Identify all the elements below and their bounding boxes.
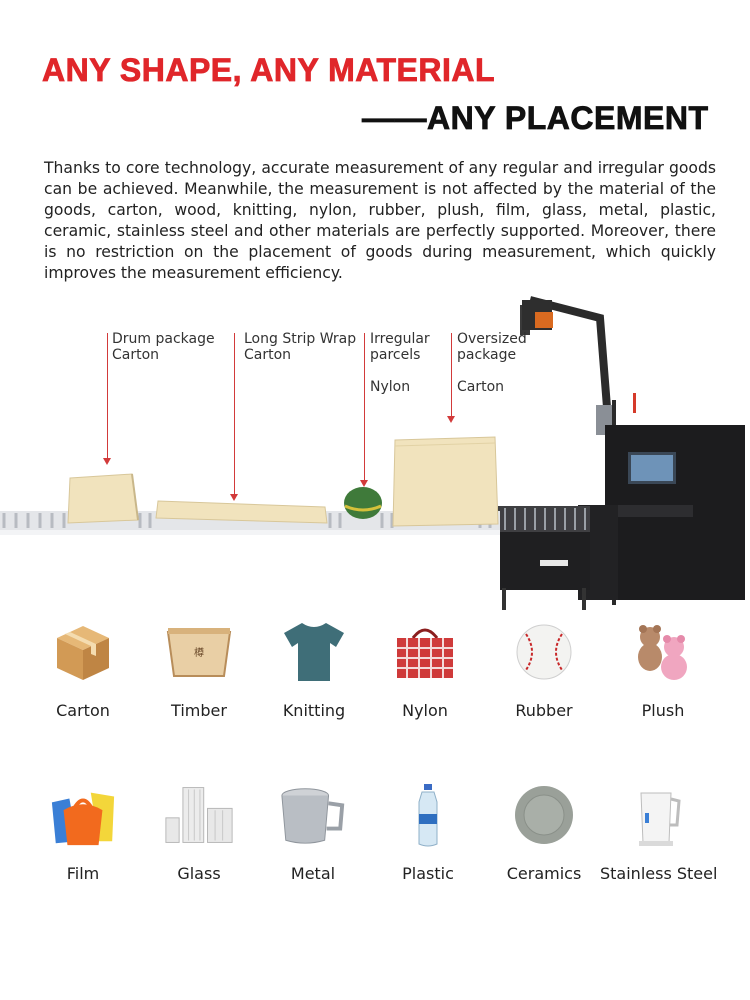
- ceramic-plate-icon: [509, 780, 579, 850]
- headline-any-placement: ——ANY PLACEMENT: [362, 100, 709, 137]
- material-nylon: Nylon: [367, 617, 483, 720]
- callout-line-drum: [107, 333, 108, 459]
- checkered-bag-icon: [390, 617, 460, 687]
- tshirt-icon: [279, 617, 349, 687]
- metal-mug-icon: [278, 780, 348, 850]
- material-plush: Plush: [605, 617, 721, 720]
- material-timber: 樽 Timber: [141, 617, 257, 720]
- carton-box-icon: [48, 617, 118, 687]
- callout-arrow-drum: [103, 458, 111, 465]
- svg-text:樽: 樽: [194, 646, 204, 659]
- material-metal: Metal: [255, 780, 371, 883]
- plastic-bags-icon: [48, 780, 118, 850]
- callout-line-oversized: [451, 333, 452, 417]
- callout-arrow-oversized: [447, 416, 455, 423]
- callout-line-long-strip: [234, 333, 235, 495]
- parcel-irregular-nylon: [344, 487, 382, 519]
- wooden-box-icon: 樽: [164, 617, 234, 687]
- water-bottle-icon: [393, 780, 463, 850]
- callout-arrow-irregular: [360, 480, 368, 487]
- material-plastic: Plastic: [370, 780, 486, 883]
- baseball-icon: [509, 617, 579, 687]
- material-glass: Glass: [141, 780, 257, 883]
- material-film: Film: [25, 780, 141, 883]
- dimensioning-machine: [498, 296, 745, 610]
- parcel-oversized-carton: [392, 436, 499, 527]
- callout-line-irregular: [364, 333, 365, 481]
- teddy-bear-icon: [628, 617, 698, 687]
- material-knitting: Knitting: [256, 617, 372, 720]
- headline-any-shape: ANY SHAPE, ANY MATERIAL: [42, 52, 496, 89]
- intro-paragraph: Thanks to core technology, accurate meas…: [44, 159, 716, 282]
- conveyor-scene-illustration: [0, 296, 745, 610]
- material-stainless-steel: Stainless Steel: [600, 780, 717, 883]
- material-carton: Carton: [25, 617, 141, 720]
- material-rubber: Rubber: [486, 617, 602, 720]
- callout-arrow-long-strip: [230, 494, 238, 501]
- kettle-icon: [623, 780, 693, 850]
- parcel-long-strip-carton: [155, 500, 328, 524]
- parcel-drum-carton: [67, 473, 139, 524]
- glass-cups-icon: [164, 780, 234, 850]
- material-ceramics: Ceramics: [486, 780, 602, 883]
